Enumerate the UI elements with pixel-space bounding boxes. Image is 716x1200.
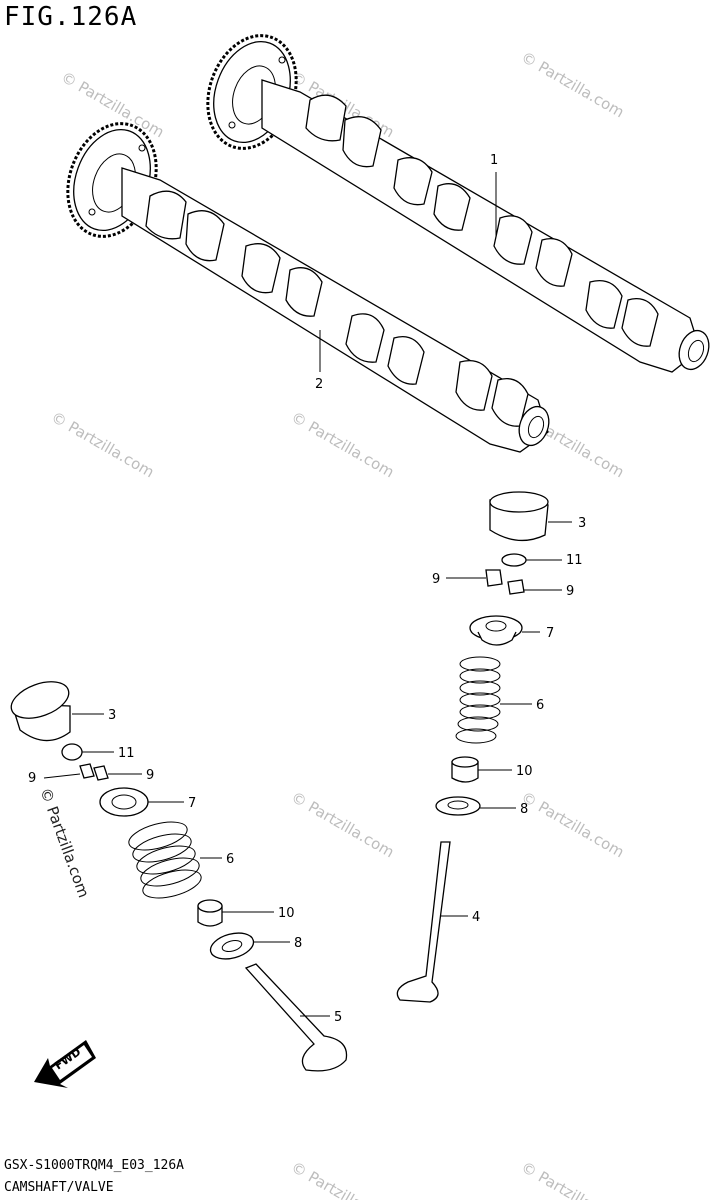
callout-7-right: 7	[546, 626, 554, 641]
watermark: © Partzilla.com	[48, 408, 157, 481]
section-name: CAMSHAFT/VALVE	[4, 1180, 114, 1195]
callout-1: 1	[490, 153, 498, 168]
callout-5: 5	[334, 1010, 342, 1025]
watermark: © Partzilla.com	[518, 1158, 627, 1200]
watermark-dark: © Partzilla.com	[36, 785, 93, 900]
spring-right	[455, 656, 501, 744]
callout-8-right: 8	[520, 802, 528, 817]
callout-9-left-a: 9	[28, 771, 36, 786]
callout-10-left: 10	[278, 906, 295, 921]
watermark: © Partzilla.com	[518, 788, 627, 861]
callout-4: 4	[472, 910, 480, 925]
fwd-arrow-icon: FWD	[34, 1040, 96, 1088]
callout-9-right-b: 9	[566, 584, 574, 599]
watermark: © Partzilla.com	[288, 408, 397, 481]
callout-7-left: 7	[188, 796, 196, 811]
callout-9-right-a: 9	[432, 572, 440, 587]
callout-8-left: 8	[294, 936, 302, 951]
callout-10-right: 10	[516, 764, 533, 779]
valve-stack-right: 3 11 9 9 7	[396, 491, 586, 1003]
callout-11-right: 11	[566, 553, 583, 568]
callout-6-right: 6	[536, 698, 544, 713]
callout-11-left: 11	[118, 746, 135, 761]
callout-9-left-b: 9	[146, 768, 154, 783]
watermark: © Partzilla.com	[288, 788, 397, 861]
spring-left	[128, 821, 202, 899]
callout-3-right: 3	[578, 516, 586, 531]
figure-title: FIG.126A	[4, 2, 138, 32]
callout-2: 2	[315, 377, 323, 392]
watermark: © Partzilla.com	[518, 48, 627, 121]
callout-3-left: 3	[108, 708, 116, 723]
model-code: GSX-S1000TRQM4_E03_126A	[4, 1158, 185, 1173]
watermark: © Partzilla.com	[288, 1158, 397, 1200]
callout-6-left: 6	[226, 852, 234, 867]
camshaft-upper	[206, 34, 710, 373]
valve-stack-left: 3 11 9 9 7 6	[10, 681, 348, 1072]
camshaft-lower	[66, 122, 550, 453]
